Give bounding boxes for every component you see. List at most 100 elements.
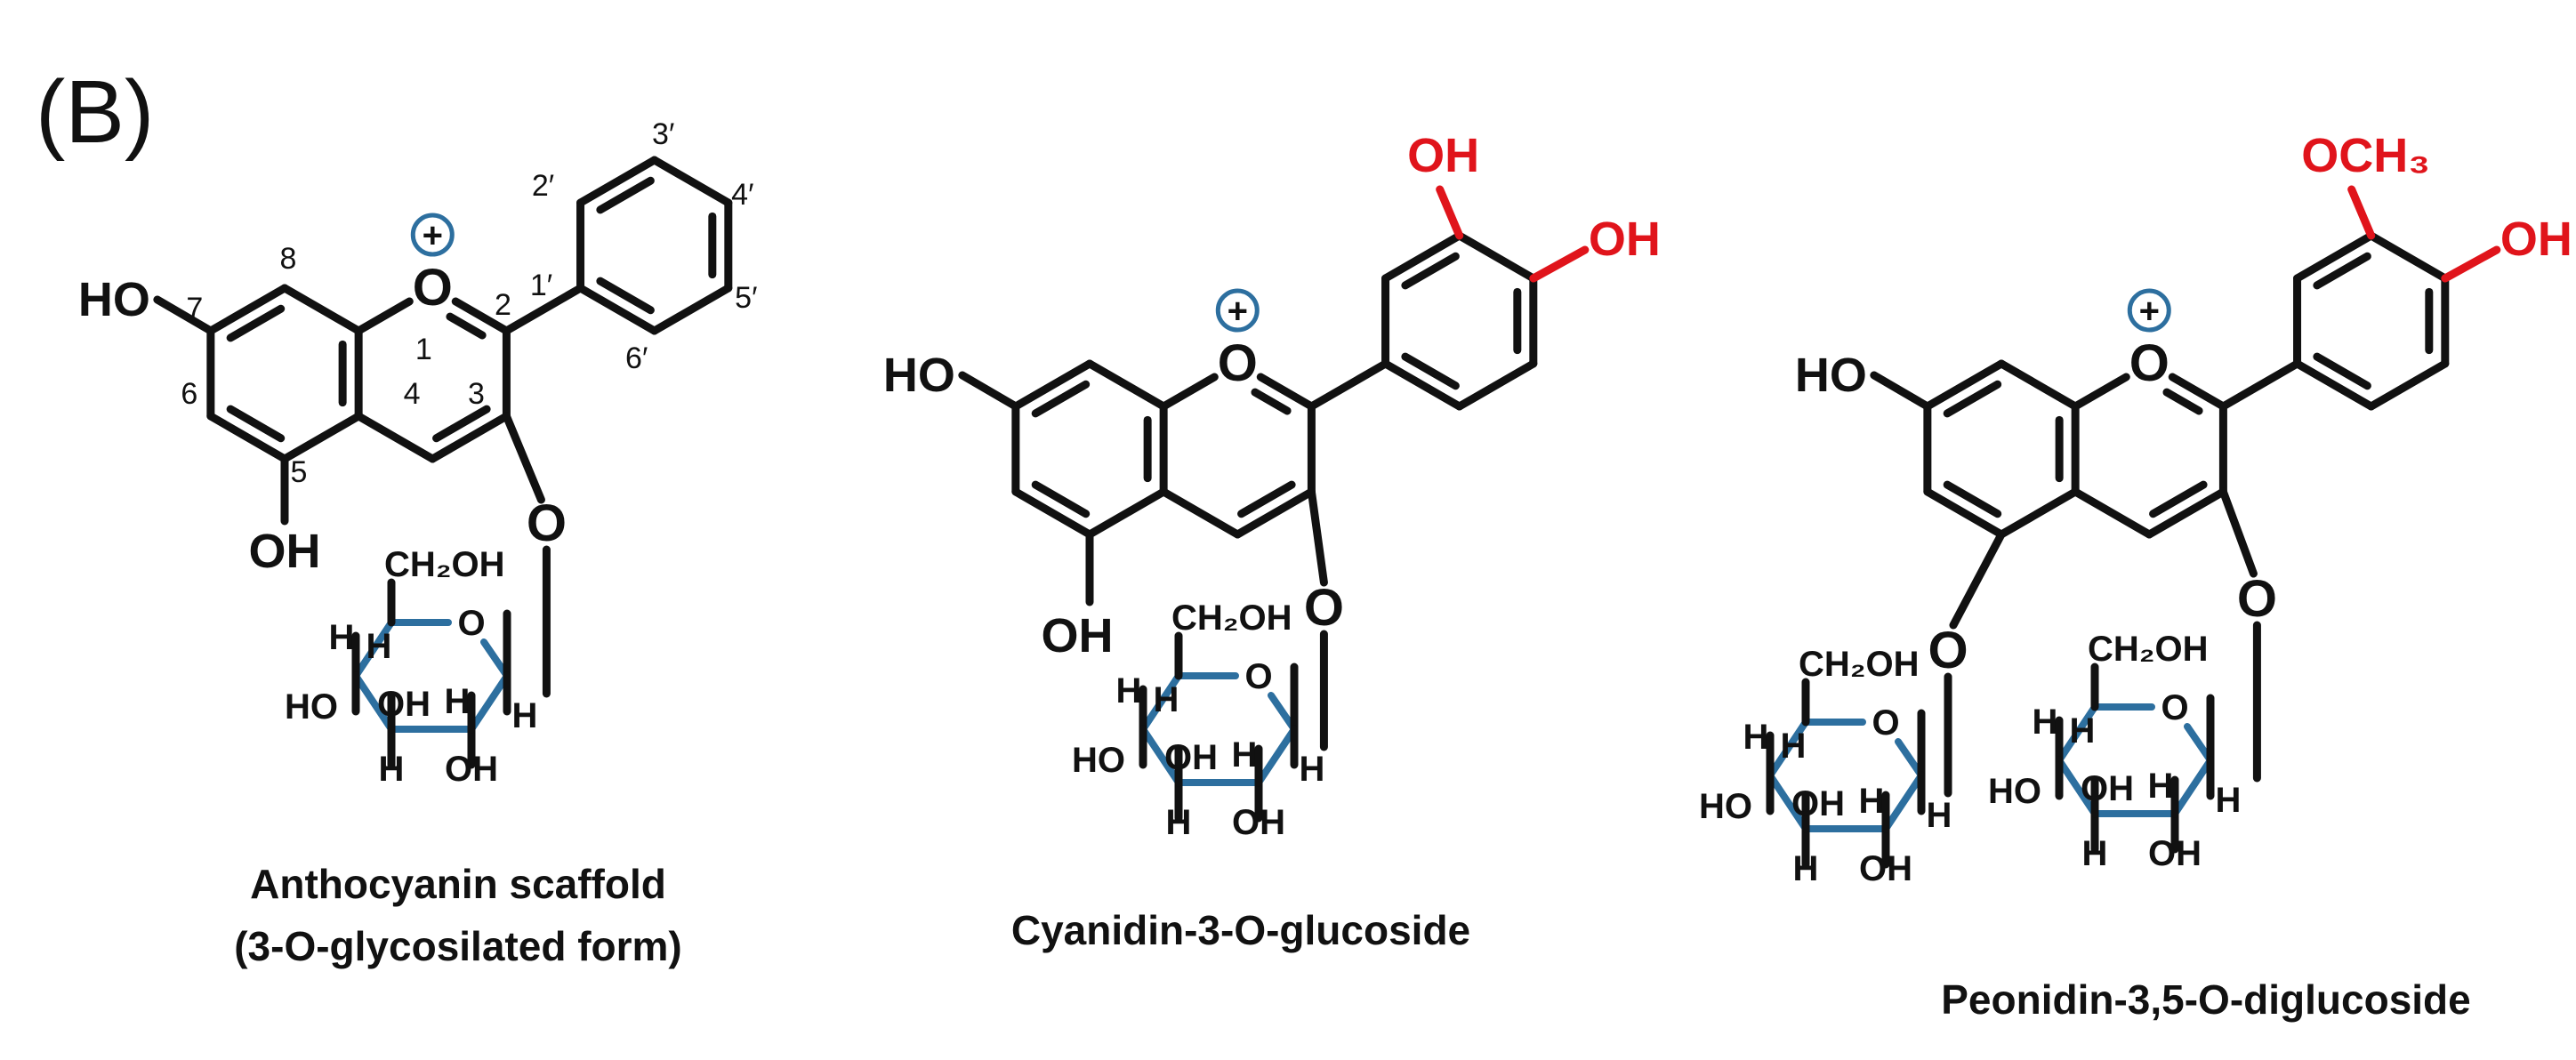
glycosidic-bond-5 — [1949, 530, 2006, 630]
position-number: 1′ — [530, 269, 552, 302]
b-ring-bond — [1381, 231, 1464, 283]
c-ring-bond — [1233, 487, 1316, 539]
charge-sign: + — [1228, 292, 1248, 331]
sugar-h: H — [2148, 767, 2174, 806]
position-number: 3′ — [652, 117, 674, 151]
position-number: 7 — [186, 292, 203, 325]
position-number: 3 — [468, 377, 485, 411]
ring-oxygen: O — [1218, 334, 1258, 392]
sugar-ch2oh: CH₂OH — [2088, 630, 2209, 669]
a-ring-bond — [1923, 359, 2006, 411]
c-ring-bond — [2071, 373, 2130, 411]
sugar-oh: OH — [445, 750, 498, 789]
position-number: 4 — [404, 377, 421, 411]
sugar-h: H — [1154, 680, 1179, 719]
sugar-ch2oh: CH₂OH — [1171, 598, 1292, 638]
c-ring-bond — [2145, 487, 2227, 539]
caption-cyanidin-3-o-glucoside: Cyanidin-3-O-glucoside — [1011, 907, 1470, 953]
methoxy-3prime: OCH₃ — [2301, 129, 2430, 182]
c-ring-bond — [428, 412, 511, 463]
caption-anthocyanin-scaffold: Anthocyanin scaffold(3-O-glycosilated fo… — [234, 861, 682, 969]
hydroxyl-3prime-bond — [1436, 185, 1464, 240]
glycosidic-bond-3 — [2218, 487, 2258, 578]
hydroxyl-5: OH — [249, 525, 321, 578]
position-number: 1 — [415, 333, 432, 366]
sugar-ho: HO — [1988, 772, 2041, 811]
hydroxyl-4prime: OH — [2500, 213, 2572, 266]
b-ring-double-bond — [2313, 252, 2371, 290]
position-number: 4′ — [731, 178, 753, 212]
sugar-ho: HO — [1699, 787, 1752, 826]
position-number: 2′ — [532, 169, 554, 203]
c-ring-bond — [1256, 373, 1316, 411]
sugar-ring-oxygen: O — [457, 604, 485, 643]
c2-b-ring-bond — [502, 284, 585, 335]
b-ring-double-bond — [596, 277, 655, 315]
caption-line: Cyanidin-3-O-glucoside — [1011, 907, 1470, 953]
sugar-h: H — [1116, 671, 1142, 711]
sugar-h: H — [2033, 703, 2058, 742]
position-number: 5 — [291, 455, 308, 489]
caption-line: (3-O-glycosilated form) — [234, 923, 682, 969]
c2-b-ring-bond — [1307, 359, 1390, 411]
charge-sign: + — [2139, 292, 2160, 331]
position-number: 2 — [495, 288, 511, 322]
c-ring-double-bond — [2162, 388, 2203, 415]
glycosidic-bond — [502, 412, 545, 504]
hydroxyl-3prime: OH — [1407, 129, 1479, 182]
hydroxyl-bond — [153, 295, 215, 335]
a-ring-bond — [1085, 359, 1168, 411]
c2-b-ring-bond — [2218, 359, 2302, 411]
position-number: 8 — [280, 242, 297, 276]
a-ring-bond — [1923, 487, 2006, 539]
charge-icon: + — [2127, 288, 2171, 333]
a-ring-bond — [280, 284, 363, 335]
panel-label: (B) — [36, 62, 154, 162]
c-ring-double-bond — [446, 312, 487, 340]
sugar-oh: OH — [2148, 834, 2202, 873]
b-ring-bond — [2367, 231, 2450, 283]
a-ring-bond — [280, 412, 363, 463]
c-ring-bond — [1159, 487, 1242, 539]
a-ring-bond — [206, 412, 289, 463]
hydroxyl-bond — [958, 371, 1020, 411]
c-ring-double-bond — [1237, 480, 1296, 518]
ring-oxygen: O — [413, 259, 453, 317]
sugar-h: H — [1166, 803, 1192, 842]
position-number: 6′ — [625, 341, 648, 375]
a-ring-double-bond — [1943, 380, 2002, 418]
sugar-h: H — [445, 682, 471, 721]
charge-icon: + — [410, 213, 455, 257]
a-ring-bond — [1011, 359, 1094, 411]
sugar-h: H — [1781, 727, 1807, 766]
hydroxyl-7: HO — [883, 349, 955, 402]
a-ring-bond — [1997, 487, 2080, 539]
glycosidic-bond — [1307, 487, 1328, 587]
sugar-oh: OH — [1859, 849, 1912, 888]
sugar-ho: HO — [285, 687, 338, 727]
sugar-ho: HO — [1072, 741, 1125, 780]
glycosidic-oxygen-3: O — [2237, 570, 2277, 628]
b-ring-bond — [1455, 359, 1538, 411]
position-number: 5′ — [735, 281, 757, 315]
b-ring-double-bond — [2313, 352, 2371, 390]
c-ring-bond — [451, 297, 511, 335]
charge-icon: + — [1215, 288, 1260, 333]
c-ring-double-bond — [1251, 388, 1292, 415]
hydroxyl-4prime-bond — [1529, 245, 1590, 283]
sugar-h: H — [512, 696, 538, 735]
sugar-h: H — [366, 627, 392, 666]
hydroxyl-7: HO — [1795, 349, 1867, 402]
a-ring-bond — [1085, 487, 1168, 539]
methoxy-bond — [2347, 185, 2376, 240]
b-ring-bond — [1381, 359, 1464, 411]
sugar-ring-oxygen: O — [1244, 657, 1272, 696]
sugar-h: H — [379, 750, 405, 789]
b-ring-bond — [2293, 359, 2376, 411]
a-ring-bond — [206, 284, 289, 335]
a-ring-double-bond — [1943, 480, 2002, 518]
a-ring-bond — [1011, 487, 1094, 539]
glycosidic-oxygen: O — [1304, 579, 1344, 637]
sugar-oh: OH — [1232, 803, 1285, 842]
